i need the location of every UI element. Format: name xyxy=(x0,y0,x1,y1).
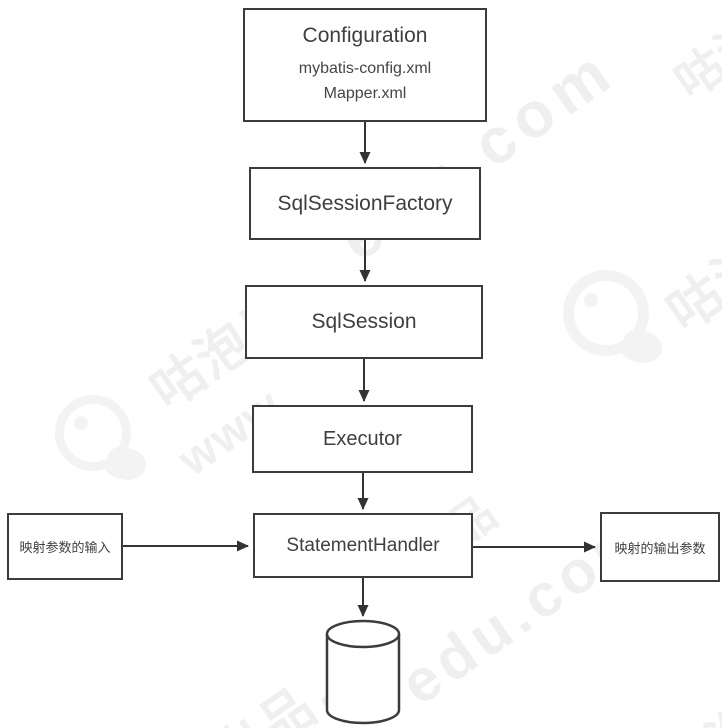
node-output-parameters: 映射的输出参数 xyxy=(600,512,720,582)
output-parameters-label: 映射的输出参数 xyxy=(614,540,706,556)
watermark-text: 咕泡 xyxy=(666,9,722,110)
watermark-magnifier-logo-icon xyxy=(55,395,150,486)
node-input-parameters: 映射参数的输入 xyxy=(7,513,123,580)
node-sqlsessionfactory: SqlSessionFactory xyxy=(249,167,481,240)
configuration-file-2: Mapper.xml xyxy=(323,84,407,102)
node-sqlsession: SqlSession xyxy=(245,285,483,359)
node-executor: Executor xyxy=(252,405,473,473)
sqlsessionfactory-label: SqlSessionFactory xyxy=(277,191,453,215)
sqlsession-label: SqlSession xyxy=(311,310,417,333)
executor-label: Executor xyxy=(323,427,402,450)
database-icon xyxy=(325,619,401,725)
configuration-title: Configuration xyxy=(302,23,428,47)
node-configuration: Configuration mybatis-config.xml Mapper.… xyxy=(243,8,487,122)
configuration-file-1: mybatis-config.xml xyxy=(298,59,432,77)
statementhandler-label: StatementHandler xyxy=(286,534,440,556)
watermark-text: 出品， xyxy=(201,643,374,728)
watermark-magnifier-logo-icon xyxy=(563,270,666,369)
node-statementhandler: StatementHandler xyxy=(253,513,473,578)
watermark-text: 咕泡 xyxy=(645,683,722,728)
watermark-text: 咕泡 xyxy=(656,230,722,344)
input-parameters-label: 映射参数的输入 xyxy=(19,540,111,555)
